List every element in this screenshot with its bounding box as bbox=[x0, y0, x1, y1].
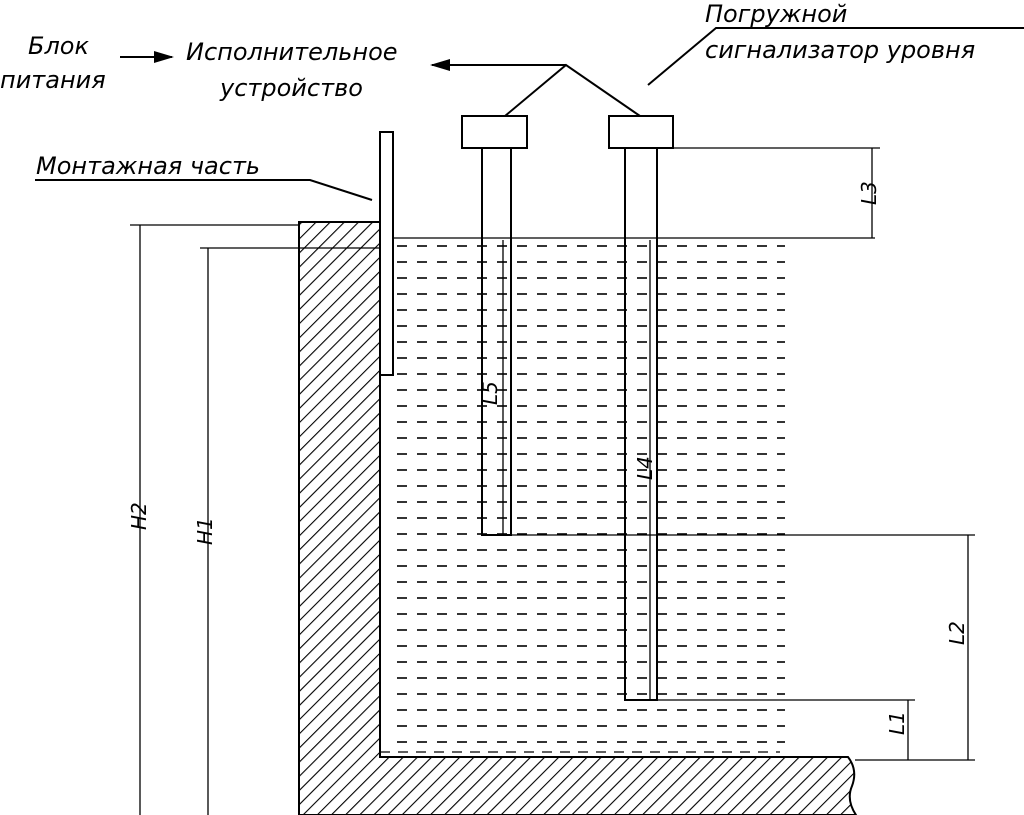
dim-h2: H2 bbox=[127, 502, 151, 530]
sensor-label: Погружной bbox=[705, 0, 847, 28]
mounting-label: Монтажная часть bbox=[36, 152, 260, 180]
power-unit-label-2: питания bbox=[0, 66, 106, 94]
tank-wall bbox=[298, 221, 858, 815]
sensor-long bbox=[608, 115, 674, 701]
dim-l2: L2 bbox=[945, 621, 969, 645]
dim-h1: H1 bbox=[193, 517, 217, 545]
dim-l3: L3 bbox=[857, 181, 881, 205]
dim-l4: L4 bbox=[633, 456, 657, 480]
sensor-short bbox=[461, 115, 528, 536]
actuator-label: Исполнительное bbox=[186, 38, 398, 66]
mounting-plate bbox=[379, 131, 394, 376]
dim-l1: L1 bbox=[885, 711, 909, 735]
actuator-label-2: устройство bbox=[219, 74, 363, 102]
dimension-lines bbox=[130, 147, 975, 815]
dim-l5: L5 bbox=[478, 381, 502, 405]
sensor-label-2: сигнализатор уровня bbox=[705, 36, 975, 64]
liquid bbox=[395, 244, 785, 754]
power-unit-label: Блок bbox=[28, 32, 89, 60]
